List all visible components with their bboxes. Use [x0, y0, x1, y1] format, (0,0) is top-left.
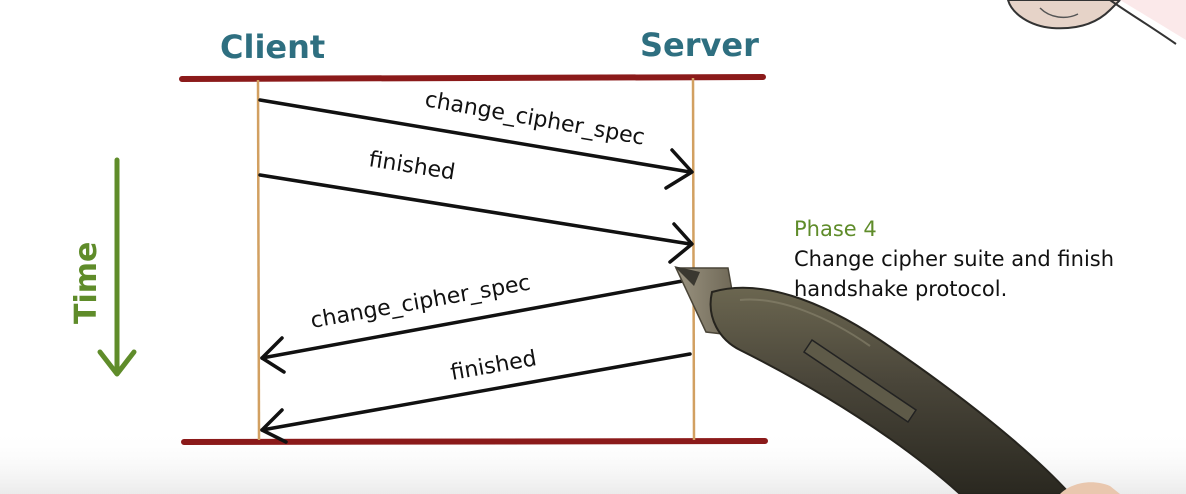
- message-arrow: change_cipher_spec: [258, 87, 694, 190]
- client-label: Client: [220, 28, 325, 66]
- message-arrow: finished: [258, 147, 694, 264]
- message-label: finished: [449, 346, 539, 386]
- time-axis: Time: [69, 157, 137, 377]
- message-label: change_cipher_spec: [423, 87, 647, 150]
- message-arrow: finished: [260, 346, 692, 444]
- top-boundary-line: [179, 74, 766, 82]
- stylus-pen-icon: [674, 266, 1120, 494]
- server-lifeline: [691, 77, 696, 441]
- phase-note: Phase 4 Change cipher suite and finish h…: [794, 217, 1114, 301]
- phase-description-line-2: handshake protocol.: [794, 277, 1007, 301]
- message-label: change_cipher_spec: [309, 271, 533, 334]
- client-lifeline: [256, 79, 261, 441]
- hand-icon: [1006, 0, 1186, 45]
- message-label: finished: [367, 147, 457, 185]
- phase-title: Phase 4: [794, 217, 877, 241]
- bottom-boundary-line: [181, 438, 768, 445]
- time-arrow-head: [97, 349, 137, 377]
- server-label: Server: [640, 26, 759, 64]
- phase-description-line-1: Change cipher suite and finish: [794, 247, 1114, 271]
- time-label: Time: [69, 242, 104, 324]
